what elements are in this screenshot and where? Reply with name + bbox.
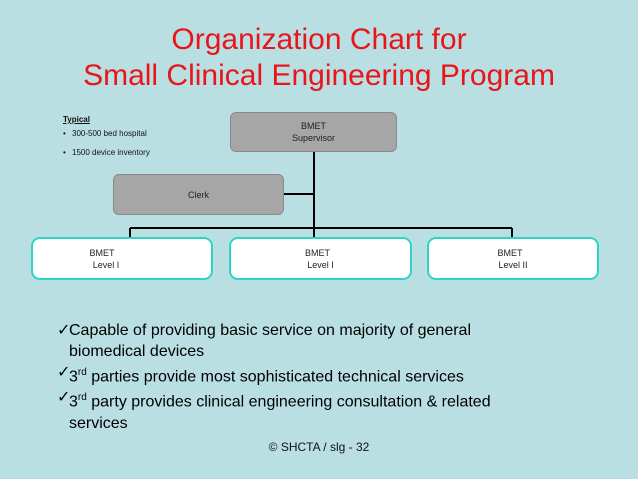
node-bmet-supervisor: BMET Supervisor <box>230 112 397 152</box>
supervisor-line-1: BMET <box>300 121 326 131</box>
bullet-item-consultation: ✓ 3rd party provides clinical engineerin… <box>57 387 527 433</box>
clerk-label: Clerk <box>187 189 209 200</box>
node-bmet-level-left: BMET Level I <box>31 237 213 280</box>
bullet-text-basic-service: Capable of providing basic service on ma… <box>69 322 471 360</box>
node-bmet-level-right: BMET Level II <box>427 237 599 280</box>
level-left-line-1: BMET <box>89 247 115 258</box>
bullet-text-sup: rd <box>77 367 87 378</box>
bullet-text-pre: 3 <box>69 368 78 386</box>
bullet-item-third-parties: ✓ 3rd parties provide most sophisticated… <box>57 362 527 387</box>
bullet-text-consultation: 3rd party provides clinical engineering … <box>69 387 527 433</box>
checkmark-icon: ✓ <box>57 322 71 339</box>
bullet-text-pre: 3 <box>69 393 78 411</box>
title-line-1: Organization Chart for <box>171 23 467 56</box>
typical-heading: Typical <box>63 115 90 124</box>
footer-credit: © SHCTA / slg - 32 <box>268 440 370 454</box>
bullet-text-post: parties provide most sophisticated techn… <box>86 368 464 386</box>
supervisor-line-2: Supervisor <box>291 133 336 143</box>
page-title: Organization Chart for Small Clinical En… <box>0 22 638 94</box>
bullet-text-third-parties: 3rd parties provide most sophisticated t… <box>69 362 464 387</box>
bullet-text-sup: rd <box>77 392 87 404</box>
node-bmet-level-middle: BMET Level I <box>229 237 412 280</box>
checkmark-icon: ✓ <box>57 364 71 381</box>
node-clerk: Clerk <box>113 174 284 215</box>
bullet-list: ✓ Capable of providing basic service on … <box>57 320 527 434</box>
typical-item-inventory: 1500 device inventory <box>63 147 150 158</box>
typical-list: 300-500 bed hospital 1500 device invento… <box>63 128 150 158</box>
level-middle-line-2: Level I <box>307 259 334 270</box>
level-right-line-2: Level II <box>498 259 528 270</box>
bullet-item-basic-service: ✓ Capable of providing basic service on … <box>57 320 527 362</box>
level-right-line-1: BMET <box>497 247 523 258</box>
typical-item-beds: 300-500 bed hospital <box>63 128 150 139</box>
bullet-text-post: party provides clinical engineering cons… <box>69 393 491 432</box>
typical-note: Typical 300-500 bed hospital 1500 device… <box>63 114 150 166</box>
checkmark-icon: ✓ <box>57 389 71 407</box>
title-line-2: Small Clinical Engineering Program <box>83 59 555 92</box>
level-left-line-2: Level I <box>92 259 120 270</box>
level-middle-line-1: BMET <box>304 247 330 258</box>
